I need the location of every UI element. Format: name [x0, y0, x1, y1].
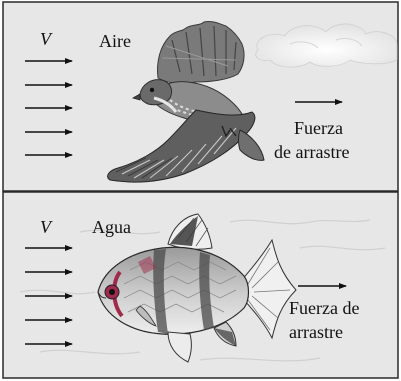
water-drag-label-line2: arrastre	[289, 322, 343, 342]
air-drag-label-line2: de arrastre	[274, 142, 349, 162]
air-medium-label: Aire	[99, 31, 131, 51]
air-drag-label-line1: Fuerza	[294, 118, 343, 138]
air-panel: V Aire Fuerza	[3, 2, 398, 191]
water-drag-label-line1: Fuerza de	[289, 298, 359, 318]
water-panel: V Agua	[3, 192, 398, 378]
water-medium-label: Agua	[92, 217, 131, 237]
